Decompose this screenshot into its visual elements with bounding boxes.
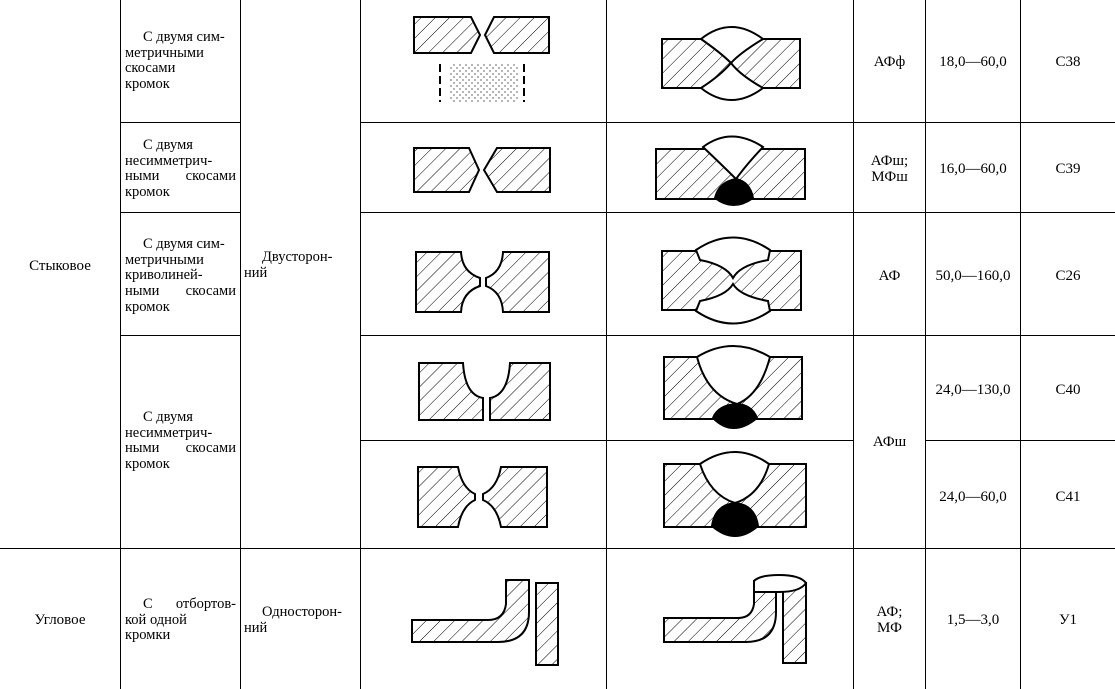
desc-line: метричными — [125, 251, 204, 268]
method-c38: АФф — [873, 54, 906, 70]
table-col-6 — [925, 0, 926, 689]
code-c38: С38 — [1055, 54, 1081, 70]
desc-line: метричными — [125, 44, 204, 61]
desc-line: кромок — [125, 76, 170, 93]
c41-preparation — [417, 466, 548, 528]
desc-line: кой одной — [125, 611, 187, 628]
method-c39: АФш; МФш — [854, 153, 925, 185]
code-c26: С26 — [1055, 268, 1081, 284]
desc-c38: С двумя сим- метричными скосами кромок — [125, 29, 236, 93]
desc-line: кромок — [125, 184, 170, 201]
code-c39: С39 — [1055, 161, 1081, 177]
desc-line: С двумя — [143, 137, 193, 153]
desc-c26: С двумя сим- метричными криволиней- ными… — [125, 236, 236, 316]
c26-preparation — [415, 251, 550, 313]
joint-type-angle: Угловое — [34, 612, 86, 628]
desc-line: несимметрич- — [125, 152, 213, 169]
desc-line: С двумя сим- — [143, 236, 225, 252]
table-rule-row3b — [360, 335, 1115, 336]
code-c41: С41 — [1055, 489, 1081, 505]
side-line: Двусторон- — [262, 249, 333, 265]
c38-preparation — [413, 16, 550, 102]
table-rule-row1 — [120, 122, 240, 123]
method-u1: АФ; МФ — [854, 604, 925, 636]
table-rule-row3 — [120, 335, 240, 336]
side-double: Двусторон- ний — [244, 249, 356, 281]
table-rule-group — [0, 548, 1115, 549]
desc-line: скосами — [125, 60, 176, 77]
c41-weld — [663, 451, 807, 537]
u1-weld — [663, 573, 808, 664]
desc-line: С отбортов- — [143, 596, 236, 612]
side-line: Односторон- — [262, 604, 342, 620]
joint-type-butt: Стыковое — [29, 258, 91, 274]
desc-line: С двумя сим- — [143, 29, 225, 45]
method-line: АФш; — [870, 153, 909, 169]
c40-preparation — [418, 362, 551, 421]
desc-line: несимметрич- — [125, 424, 213, 441]
thickness-c40: 24,0—130,0 — [935, 382, 1011, 398]
thickness-c38: 18,0—60,0 — [939, 54, 1007, 70]
desc-line: криволиней- — [125, 267, 203, 284]
method-line: МФш — [871, 169, 908, 185]
desc-c39: С двумя несимметрич- ными скосами кромок — [125, 137, 236, 201]
table-col-7 — [1020, 0, 1021, 689]
thickness-c41: 24,0—60,0 — [939, 489, 1007, 505]
desc-line: С двумя — [143, 409, 193, 425]
desc-u1: С отбортов- кой одной кромки — [125, 596, 236, 644]
c26-weld — [661, 236, 802, 325]
table-col-4 — [606, 0, 607, 689]
method-line: АФ; — [876, 604, 903, 620]
desc-line: ными скосами — [125, 283, 236, 300]
desc-line: кромок — [125, 298, 170, 315]
u1-preparation — [411, 579, 559, 666]
thickness-c26: 50,0—160,0 — [935, 268, 1011, 284]
thickness-u1: 1,5—3,0 — [946, 612, 1000, 628]
method-line: МФ — [877, 620, 902, 636]
method-c26: АФ — [878, 268, 901, 284]
code-c40: С40 — [1055, 382, 1081, 398]
table-col-5 — [853, 0, 854, 689]
desc-line: кромки — [125, 627, 171, 644]
table-col-1 — [120, 0, 121, 689]
desc-line: ными скосами — [125, 440, 236, 457]
table-col-3 — [360, 0, 361, 689]
side-line: ний — [244, 619, 268, 636]
table-rule-row2b — [360, 212, 1115, 213]
thickness-c39: 16,0—60,0 — [939, 161, 1007, 177]
side-line: ний — [244, 264, 268, 281]
c39-weld — [655, 135, 806, 206]
desc-line: ными скосами — [125, 168, 236, 185]
table-rule-row2 — [120, 212, 240, 213]
c38-weld — [661, 26, 801, 101]
side-single: Односторон- ний — [244, 604, 356, 636]
table-rule-row1b — [360, 122, 1115, 123]
c40-weld — [663, 345, 803, 429]
code-u1: У1 — [1058, 612, 1078, 628]
table-col-2 — [240, 0, 241, 689]
c39-preparation — [413, 147, 551, 193]
method-c40-c41: АФш — [872, 434, 907, 450]
desc-line: кромок — [125, 456, 170, 473]
desc-c40-c41: С двумя несимметрич- ными скосами кромок — [125, 409, 236, 473]
